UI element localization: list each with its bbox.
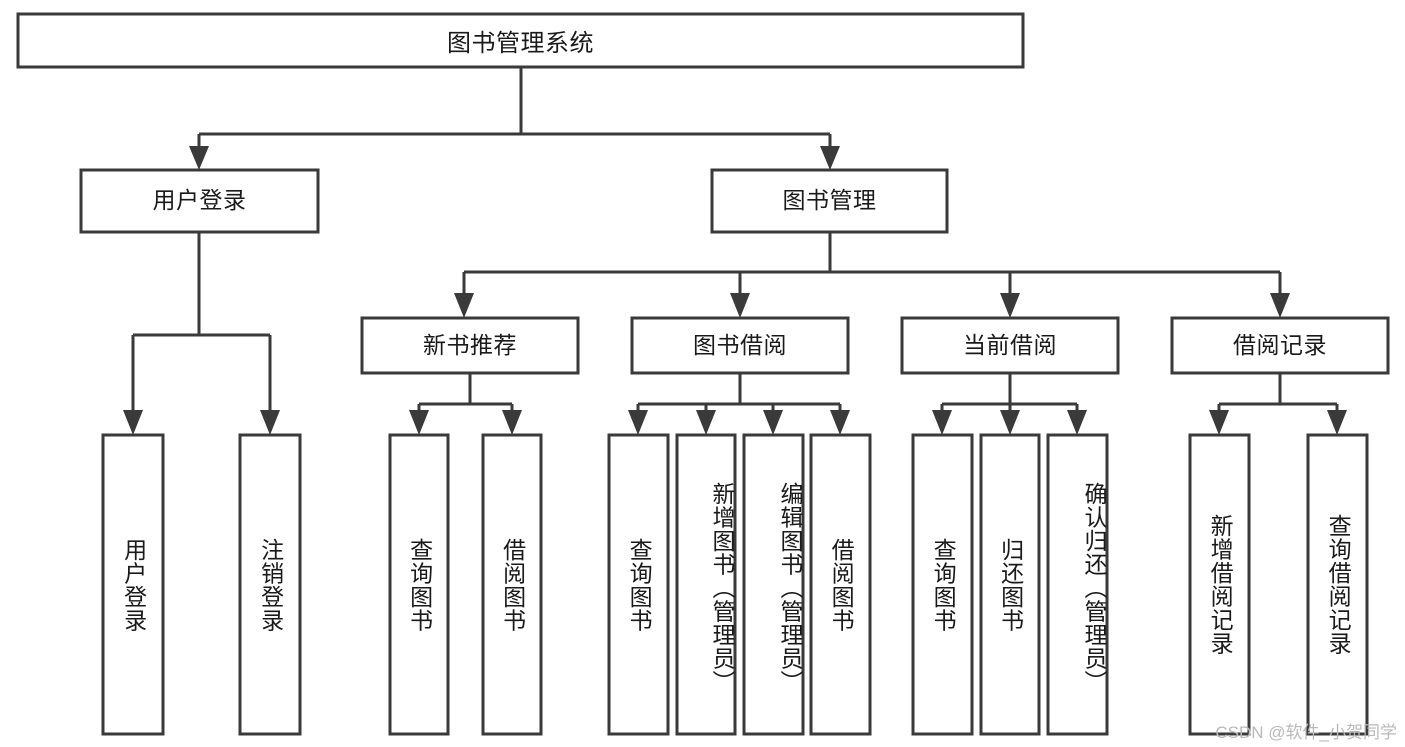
node-box-new-book-recommend[interactable] [360,316,580,375]
connector-root-to-level2 [189,67,840,170]
arrow-head-leaf-query-book-1 [409,410,429,435]
arrow-head-leaf-add-book [696,410,716,435]
connector-current-borrow-to-leaves [932,373,1087,435]
node-box-borrow-record[interactable] [1170,316,1390,375]
node-box-leaf-add-record[interactable] [1188,433,1251,736]
node-box-leaf-borrow-book-2[interactable] [809,433,872,736]
arrow-head-book-management [820,146,840,170]
node-box-leaf-logout[interactable] [238,433,302,736]
arrow-head-leaf-confirm-return [1067,410,1087,435]
arrow-head-leaf-edit-book [763,410,783,435]
node-box-leaf-add-book[interactable] [675,433,737,736]
connector-book-management-to-level3 [454,232,1290,318]
connector-new-book-to-leaves [409,373,522,435]
node-box-leaf-query-record[interactable] [1306,433,1369,736]
arrow-head-leaf-query-record [1327,410,1347,435]
node-box-current-borrow[interactable] [900,316,1120,375]
arrow-head-leaf-logout [260,410,280,435]
arrow-head-leaf-query-book-3 [932,410,952,435]
arrow-head-current-borrow [1000,293,1020,318]
node-box-leaf-query-book-2[interactable] [607,433,670,736]
connector-user-login-to-leaves [123,232,280,435]
watermark-text: CSDN @软件_小贺同学 [1215,723,1397,742]
node-box-user-login[interactable] [79,168,320,234]
arrow-head-borrow-record [1270,293,1290,318]
node-box-leaf-edit-book[interactable] [742,433,805,736]
arrow-head-user-login [189,146,209,170]
node-box-leaf-confirm-return[interactable] [1046,433,1109,736]
connector-borrow-record-to-leaves [1209,373,1347,435]
node-box-leaf-user-login[interactable] [101,433,165,736]
arrow-head-leaf-query-book-2 [628,410,648,435]
arrow-head-leaf-user-login [123,410,143,435]
arrow-head-leaf-borrow-book-1 [502,410,522,435]
node-box-book-management[interactable] [710,168,949,234]
arrow-head-leaf-borrow-book-2 [830,410,850,435]
node-box-leaf-query-book-3[interactable] [911,433,974,736]
node-box-leaf-borrow-book-1[interactable] [481,433,543,736]
arrow-head-book-borrow [730,293,750,318]
arrow-head-leaf-add-record [1209,410,1229,435]
node-box-leaf-return-book[interactable] [979,433,1041,736]
connector-book-borrow-to-leaves [628,373,850,435]
node-box-book-borrow[interactable] [630,316,850,375]
node-box-root[interactable] [16,12,1025,69]
arrow-head-leaf-return-book [1000,410,1020,435]
arrow-head-new-book-recommend [454,293,474,318]
node-box-leaf-query-book-1[interactable] [388,433,450,736]
